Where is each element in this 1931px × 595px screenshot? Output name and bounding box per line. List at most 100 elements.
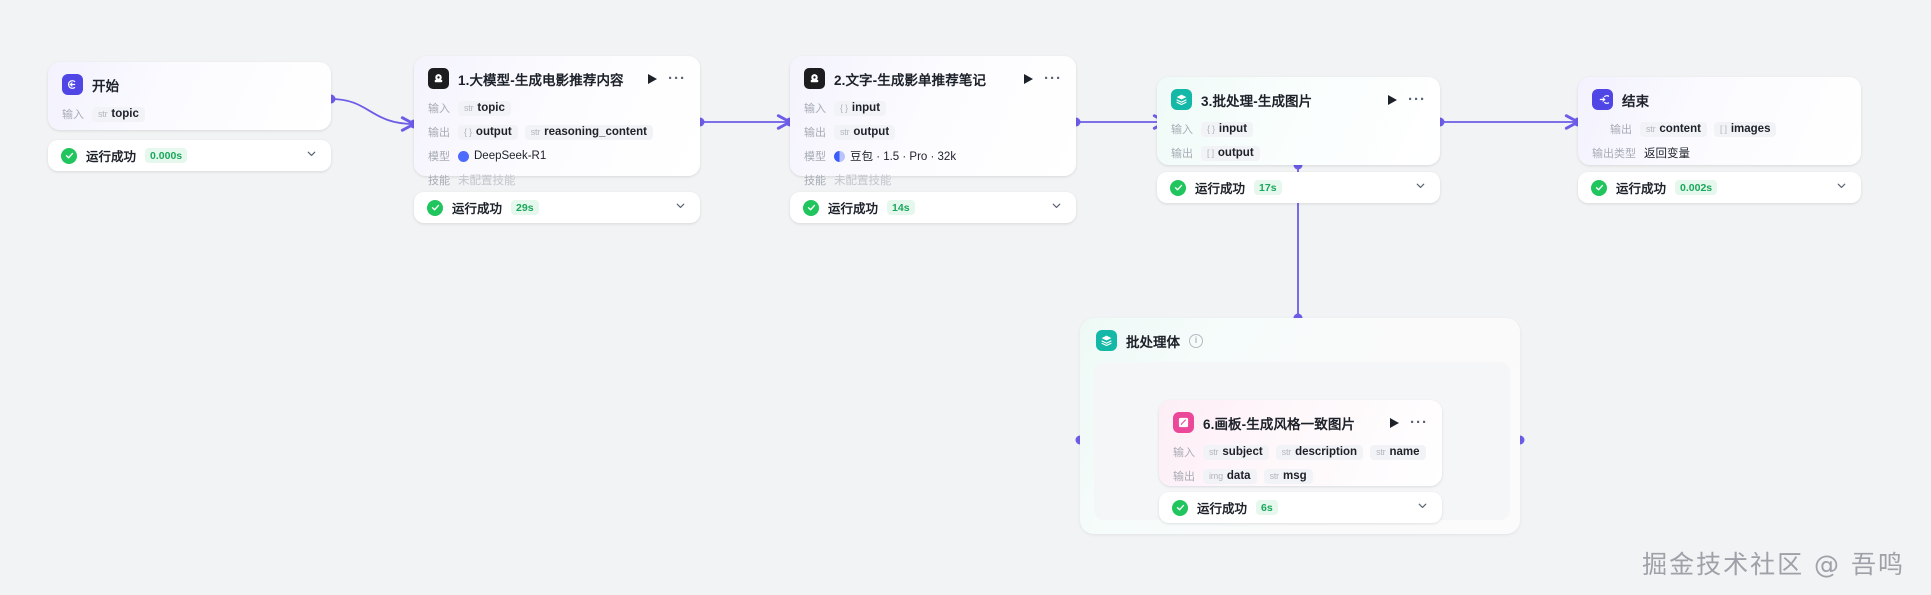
row-label: 模型 <box>428 151 450 163</box>
model-value[interactable]: 豆包 · 1.5 · Pro · 32k <box>834 148 956 164</box>
row-label: 输出 <box>428 127 450 139</box>
chip-name: name <box>1389 446 1420 458</box>
status-start[interactable]: 运行成功 0.000s <box>48 140 331 171</box>
status-batch-3[interactable]: 运行成功 17s <box>1157 172 1440 203</box>
node-llm-1-actions: ··· <box>648 69 686 87</box>
node-canvas-6-card[interactable]: 6.画板-生成风格一致图片 ··· 输入 str subject str <box>1159 400 1442 486</box>
chip-content[interactable]: str content <box>1640 121 1707 137</box>
node-llm-2-actions: ··· <box>1024 69 1062 87</box>
chip-output[interactable]: [ ] output <box>1201 145 1260 161</box>
row-label: 输出 <box>1171 148 1193 160</box>
status-duration: 0.002s <box>1675 180 1718 195</box>
more-options-icon[interactable]: ··· <box>1044 69 1062 87</box>
model-provider-icon <box>834 150 845 162</box>
chip-name: output <box>475 126 512 138</box>
run-icon[interactable] <box>1024 73 1033 84</box>
chip-input[interactable]: { } input <box>1201 121 1254 137</box>
status-text: 运行成功 <box>452 202 503 216</box>
run-icon[interactable] <box>1390 417 1399 428</box>
chip-description[interactable]: str description <box>1275 444 1364 460</box>
model-value[interactable]: DeepSeek-R1 <box>458 150 546 162</box>
chevron-down-icon[interactable] <box>1416 499 1429 517</box>
success-check-icon <box>1170 179 1186 196</box>
node-canvas-6[interactable]: 6.画板-生成风格一致图片 ··· 输入 str subject str <box>1159 400 1442 486</box>
node-batch-3-title: 3.批处理-生成图片 <box>1201 93 1313 109</box>
node-canvas-6-header: 6.画板-生成风格一致图片 ··· <box>1173 412 1428 433</box>
row-label: 输出 <box>804 127 826 139</box>
row-chips: str topic <box>92 106 145 122</box>
chip-type: img <box>1209 471 1223 481</box>
node-llm-1-card[interactable]: 1.大模型-生成电影推荐内容 ··· 输入 str topic <box>414 56 700 187</box>
chip-input[interactable]: { } input <box>834 100 887 116</box>
node-llm-1[interactable]: 1.大模型-生成电影推荐内容 ··· 输入 str topic <box>414 56 700 187</box>
node-llm-2-card[interactable]: 2.文字-生成影单推荐笔记 ··· 输入 { } input <box>790 56 1076 187</box>
row-label: 模型 <box>804 151 826 163</box>
chip-name: reasoning_content <box>544 126 647 138</box>
chevron-down-icon[interactable] <box>305 147 318 165</box>
row-label: 输出 <box>1173 471 1195 483</box>
node-batch-3-card[interactable]: 3.批处理-生成图片 ··· 输入 { } input <box>1157 77 1440 165</box>
run-icon[interactable] <box>648 73 657 84</box>
chip-images[interactable]: [ ] images <box>1713 121 1777 137</box>
chip-msg[interactable]: str msg <box>1263 468 1313 484</box>
row-model: 模型 豆包 · 1.5 · Pro · 32k <box>804 146 1062 166</box>
node-llm-2[interactable]: 2.文字-生成影单推荐笔记 ··· 输入 { } input <box>790 56 1076 187</box>
row-label: 输入 <box>804 103 826 115</box>
success-check-icon <box>803 199 819 216</box>
status-llm-2[interactable]: 运行成功 14s <box>790 192 1076 223</box>
chip-reasoning-content[interactable]: str reasoning_content <box>524 124 653 140</box>
chip-type: str <box>840 127 850 137</box>
chevron-down-icon[interactable] <box>1835 179 1848 197</box>
chevron-down-icon[interactable] <box>674 199 687 217</box>
chip-subject[interactable]: str subject <box>1203 444 1269 460</box>
status-duration: 29s <box>511 200 539 215</box>
row-output: 输出 img data str msg <box>1173 466 1428 486</box>
status-llm-1[interactable]: 运行成功 29s <box>414 192 700 223</box>
success-check-icon <box>1591 179 1607 196</box>
chip-name: topic <box>477 102 505 114</box>
node-batch-3[interactable]: 3.批处理-生成图片 ··· 输入 { } input <box>1157 77 1440 165</box>
chip-output[interactable]: str output <box>834 124 896 140</box>
more-options-icon[interactable]: ··· <box>1410 413 1428 431</box>
node-end-card[interactable]: 结束 输出 str content [ ] images <box>1578 77 1861 165</box>
model-name: 豆包 · 1.5 · Pro · 32k <box>850 151 957 163</box>
run-icon[interactable] <box>1388 94 1397 105</box>
more-options-icon[interactable]: ··· <box>1408 90 1426 108</box>
chip-name: subject <box>1222 446 1263 458</box>
node-start[interactable]: 开始 输入 str topic <box>48 62 331 130</box>
batch-body-title: 批处理体 <box>1126 334 1180 350</box>
batch-icon <box>1096 330 1117 351</box>
status-canvas-6[interactable]: 运行成功 6s <box>1159 492 1442 523</box>
chip-name-field[interactable]: str name <box>1370 444 1426 460</box>
chevron-down-icon[interactable] <box>1050 199 1063 217</box>
end-icon <box>1592 89 1613 110</box>
node-llm-1-header: 1.大模型-生成电影推荐内容 ··· <box>428 68 686 89</box>
batch-body-header: 批处理体 i <box>1080 318 1520 351</box>
chip-topic[interactable]: str topic <box>92 106 145 122</box>
chip-type: str <box>1209 447 1219 457</box>
chip-topic[interactable]: str topic <box>458 100 511 116</box>
row-chips: { } output str reasoning_content <box>458 124 653 140</box>
node-batch-3-actions: ··· <box>1388 90 1426 108</box>
more-options-icon[interactable]: ··· <box>668 69 686 87</box>
chip-data[interactable]: img data <box>1203 468 1257 484</box>
output-type-value[interactable]: 返回变量 <box>1644 148 1690 160</box>
chip-type: str <box>1281 447 1292 457</box>
node-end[interactable]: 结束 输出 str content [ ] images <box>1578 77 1861 165</box>
chip-type: str <box>1646 124 1656 134</box>
chip-output[interactable]: { } output <box>458 124 518 140</box>
row-input: 输入 { } input <box>1171 119 1426 139</box>
chip-type: str <box>1376 447 1386 457</box>
row-label: 输入 <box>1171 124 1193 136</box>
chip-name: description <box>1295 446 1358 458</box>
chip-type: { } <box>840 103 848 113</box>
info-icon[interactable]: i <box>1189 333 1203 348</box>
row-input: 输入 str topic <box>62 104 317 124</box>
skill-value: 未配置技能 <box>834 175 892 187</box>
status-end[interactable]: 运行成功 0.002s <box>1578 172 1861 203</box>
row-chips: { } input <box>834 100 887 116</box>
chevron-down-icon[interactable] <box>1414 179 1427 197</box>
node-start-card[interactable]: 开始 输入 str topic <box>48 62 331 130</box>
status-text: 运行成功 <box>1616 182 1667 196</box>
